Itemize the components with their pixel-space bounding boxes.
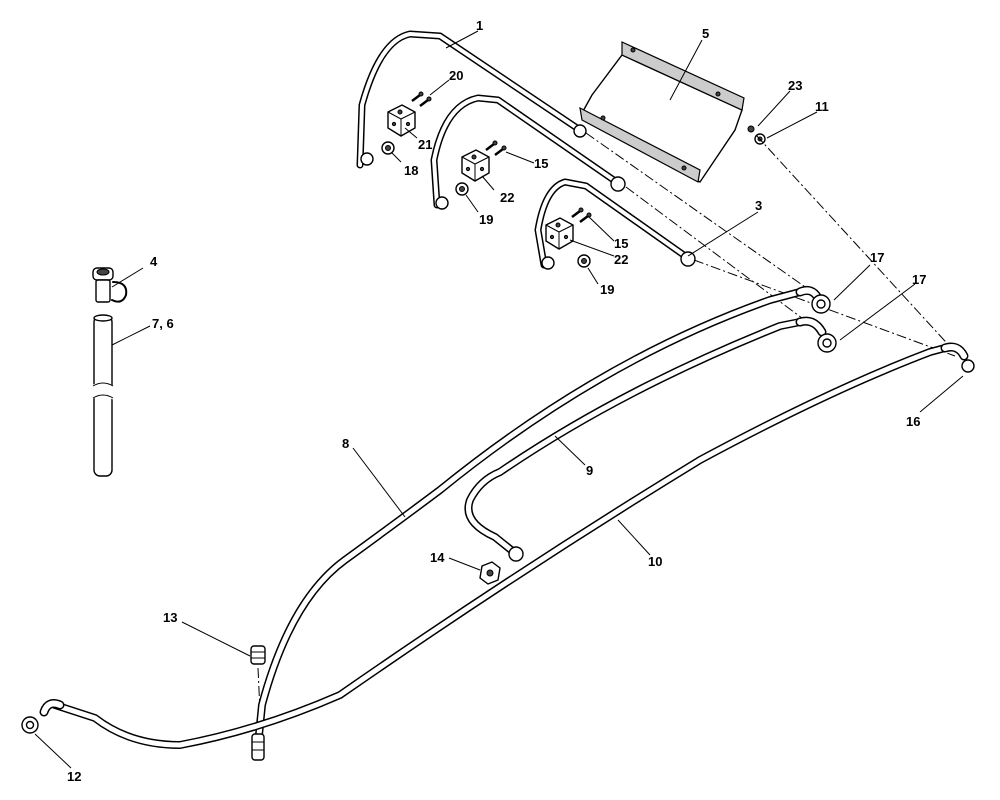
hose-9	[464, 316, 837, 562]
callout-23: 23	[788, 78, 802, 93]
plate-5	[579, 41, 745, 183]
callout-15-b: 15	[614, 236, 628, 251]
tee-fitting-bottom	[251, 733, 265, 761]
callout-16: 16	[906, 414, 920, 429]
callout-14: 14	[430, 550, 445, 565]
nut-19b	[577, 254, 591, 268]
nut-18	[381, 141, 395, 155]
callout-12: 12	[67, 769, 81, 784]
fitting-14	[479, 561, 501, 585]
callout-8: 8	[342, 436, 349, 451]
clamp-block-21	[387, 104, 416, 137]
hose-10	[39, 342, 975, 749]
callout-1: 1	[476, 18, 483, 33]
callout-13: 13	[163, 610, 177, 625]
screws-20	[411, 91, 432, 107]
callout-22-a: 22	[500, 190, 514, 205]
clamp-block-22a	[461, 149, 490, 182]
callout-9: 9	[586, 463, 593, 478]
washer-23	[747, 125, 755, 133]
callout-5: 5	[702, 26, 709, 41]
callout-20: 20	[449, 68, 463, 83]
screws-15b	[571, 207, 592, 223]
callout-labels: 1 5 20 23 11 21 18 15 22 19 3 15 22 19 4…	[67, 18, 926, 784]
callout-10: 10	[648, 554, 662, 569]
callout-19-a: 19	[479, 212, 493, 227]
callout-17-b: 17	[912, 272, 926, 287]
callout-7-6: 7, 6	[152, 316, 174, 331]
hose-8	[254, 286, 831, 749]
tube-3	[534, 178, 696, 270]
nut-19a	[455, 182, 469, 196]
callout-17-a: 17	[870, 250, 884, 265]
fitting-13	[250, 645, 266, 665]
callout-3: 3	[755, 198, 762, 213]
callout-19-b: 19	[600, 282, 614, 297]
callout-18: 18	[404, 163, 418, 178]
screws-15a	[485, 140, 507, 156]
tube-7-6	[92, 314, 114, 477]
callout-21: 21	[418, 137, 432, 152]
cap-4	[92, 267, 128, 303]
tube-1	[356, 30, 587, 169]
fitting-12	[21, 716, 39, 734]
leader-lines	[34, 30, 964, 769]
clamp-block-22b	[545, 217, 574, 250]
callout-4: 4	[150, 254, 158, 269]
center-lines	[257, 132, 956, 713]
callout-11: 11	[815, 99, 829, 114]
callout-22-b: 22	[614, 252, 628, 267]
tube-2	[430, 94, 626, 210]
callout-15-a: 15	[534, 156, 548, 171]
